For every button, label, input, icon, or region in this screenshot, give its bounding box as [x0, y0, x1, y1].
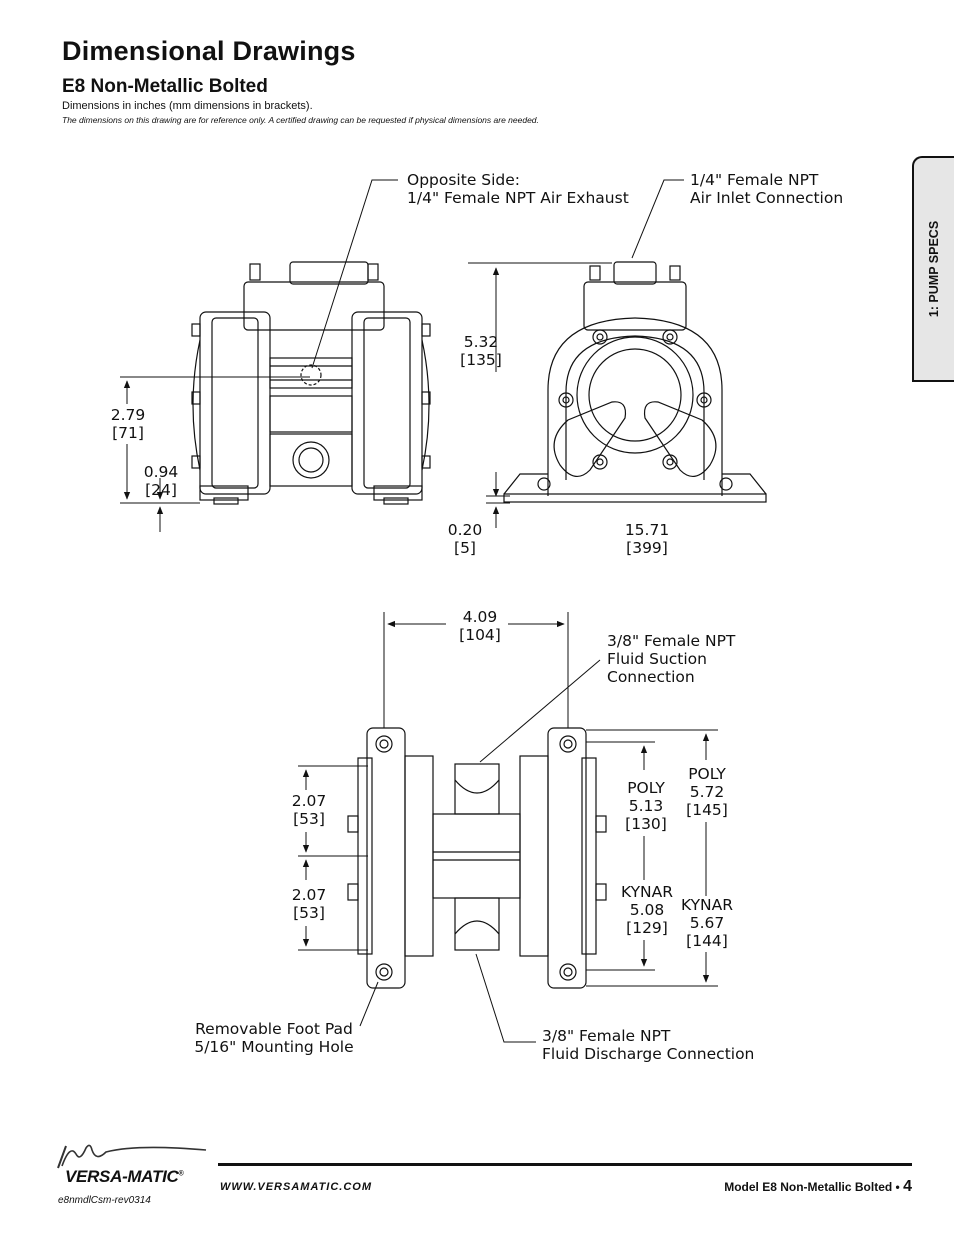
disclaimer-note: The dimensions on this drawing are for r…	[62, 115, 539, 125]
dim-inlet-height: 0.94 [24]	[143, 463, 179, 499]
page-title: Dimensional Drawings	[62, 36, 356, 66]
callout-fluid-suction: 3/8" Female NPT Fluid Suction Connection	[607, 632, 736, 686]
units-note: Dimensions in inches (mm dimensions in b…	[62, 100, 313, 112]
callout-air-exhaust: Opposite Side: 1/4" Female NPT Air Exhau…	[407, 171, 629, 207]
footer-model-label: Model E8 Non-Metallic Bolted • 4	[724, 1178, 912, 1196]
callout-air-inlet: 1/4" Female NPT Air Inlet Connection	[690, 171, 844, 207]
footer-website-link[interactable]: WWW.VERSAMATIC.COM	[220, 1181, 373, 1193]
model-name: Model E8 Non-Metallic Bolted •	[724, 1180, 900, 1194]
dim-kynar-inner: KYNAR 5.08 [129]	[620, 883, 674, 937]
brand-wordmark: VERSA-MATIC®	[65, 1167, 184, 1186]
section-tab[interactable]: 1: PUMP SPECS	[912, 156, 954, 382]
dim-bolt-spacing: 4.09 [104]	[459, 608, 501, 644]
callout-foot-pad: Removable Foot Pad 5/16" Mounting Hole	[194, 1020, 354, 1056]
pump-front-view	[191, 261, 431, 505]
callout-fluid-discharge: 3/8" Female NPT Fluid Discharge Connecti…	[542, 1027, 755, 1063]
dim-upper-half: 2.07 [53]	[291, 792, 327, 828]
pump-bottom-view	[347, 727, 607, 989]
pump-side-view	[503, 261, 767, 503]
dim-center-height: 2.79 [71]	[110, 406, 146, 442]
vm-swoosh-icon	[57, 1144, 207, 1169]
dim-kynar-outer: KYNAR 5.67 [144]	[680, 896, 734, 950]
footer-rule	[218, 1163, 912, 1166]
dimension-lines	[120, 179, 718, 1043]
page-number: 4	[903, 1178, 912, 1195]
document-code: e8nmdlCsm-rev0314	[58, 1195, 151, 1206]
dim-foot-height: 0.20 [5]	[447, 521, 483, 557]
page-subtitle: E8 Non-Metallic Bolted	[62, 76, 268, 97]
dim-poly-inner: POLY 5.13 [130]	[625, 779, 667, 833]
dim-poly-outer: POLY 5.72 [145]	[686, 765, 728, 819]
dim-total-height: 5.32 [135]	[460, 333, 502, 369]
versamatic-logo[interactable]: VERSA-MATIC®	[56, 1140, 216, 1192]
dim-lower-half: 2.07 [53]	[291, 886, 327, 922]
dim-overall-width: 15.71 [399]	[624, 521, 670, 557]
